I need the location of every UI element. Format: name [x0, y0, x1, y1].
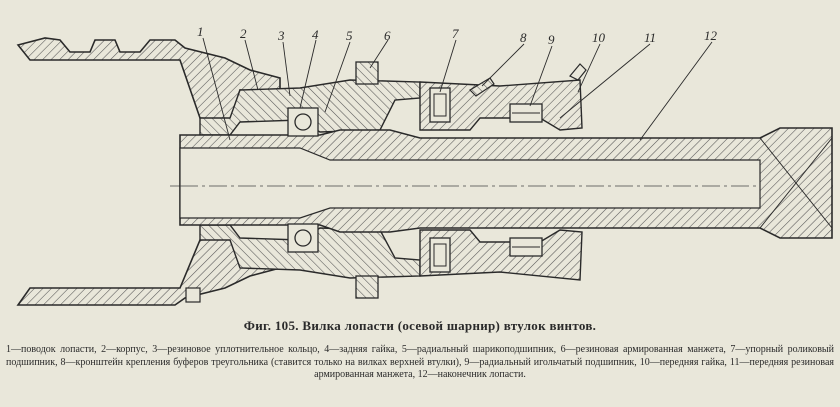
ball-bearing-lower	[287, 223, 319, 253]
end-cross-b	[759, 137, 833, 229]
thrust-roller-bearing-lower	[429, 237, 451, 273]
buffer-bracket	[469, 77, 495, 97]
callout-8: 8	[520, 30, 527, 45]
callout-5: 5	[346, 28, 353, 43]
callout-2: 2	[240, 26, 247, 41]
callout-6: 6	[384, 28, 391, 43]
screw-top	[355, 61, 379, 85]
shaft-bore	[179, 147, 761, 219]
callout-3: 3	[278, 28, 285, 43]
screw-bottom	[355, 275, 379, 299]
callout-12: 12	[704, 28, 717, 43]
callout-4: 4	[312, 27, 319, 42]
figure-caption: Фиг. 105. Вилка лопасти (осевой шарнир) …	[243, 318, 597, 333]
cross-section-drawing	[16, 37, 835, 306]
callout-11: 11	[644, 30, 657, 45]
thrust-roller-bearing-upper	[429, 87, 451, 123]
callout-7: 7	[452, 26, 459, 41]
callout-10: 10	[592, 30, 605, 45]
ball-bearing-upper	[287, 107, 319, 137]
callout-9: 9	[548, 32, 555, 47]
small-plug-lower	[185, 287, 201, 303]
needle-bearing-upper	[509, 103, 543, 123]
figure-legend: 1—поводок лопасти, 2—корпус, 3—резиновое…	[6, 344, 834, 380]
leader-lines	[202, 37, 713, 141]
needle-bearing-lower	[509, 237, 543, 257]
callout-1: 1	[197, 24, 204, 39]
lock-pin	[569, 63, 587, 81]
